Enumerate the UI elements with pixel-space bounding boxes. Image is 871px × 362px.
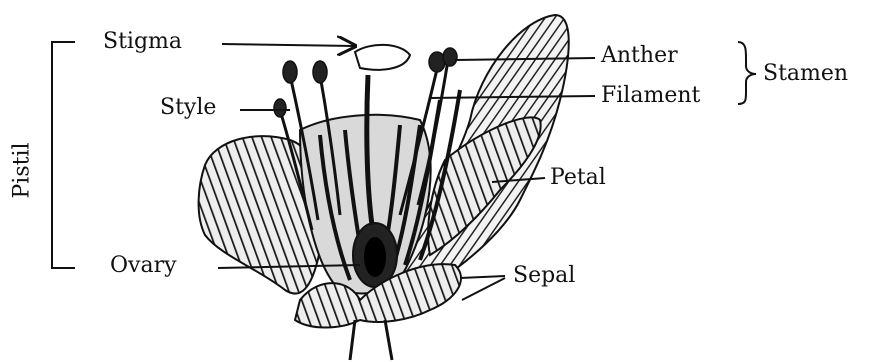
stamen-brace — [738, 42, 756, 104]
sepal-label: Sepal — [513, 265, 575, 287]
anther-pointer — [455, 58, 595, 60]
style-label: Style — [160, 97, 216, 119]
ovary-label: Ovary — [110, 255, 177, 277]
stamen-label: Stamen — [763, 63, 848, 85]
sepal-pointer-2 — [462, 278, 505, 300]
petal-label: Petal — [550, 167, 606, 189]
stigma-shape — [355, 45, 410, 70]
pistil-label: Pistil — [10, 142, 35, 198]
filament-label: Filament — [601, 85, 700, 107]
stalk — [350, 320, 392, 360]
anther-label: Anther — [601, 45, 678, 67]
stigma-pointer — [222, 44, 355, 46]
filament-pointer — [430, 96, 595, 98]
pistil-label-wrap: Pistil — [2, 130, 42, 210]
pistil-bracket — [52, 42, 75, 268]
stigma-label: Stigma — [103, 31, 182, 53]
sepal-pointer-1 — [460, 276, 505, 278]
